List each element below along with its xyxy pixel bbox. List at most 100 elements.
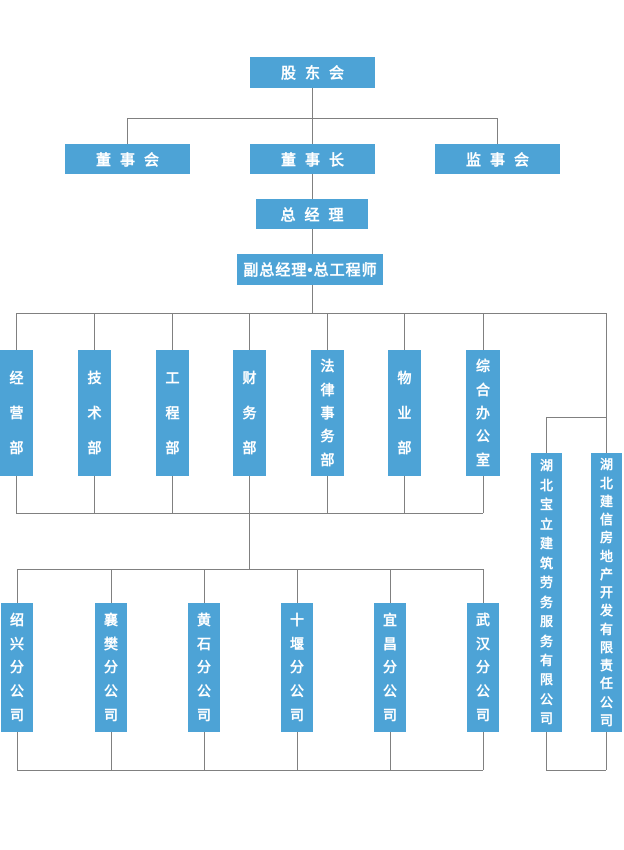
node-hubei-baoli-construction-labor-co: 湖北宝立建筑劳务服务有限公司 xyxy=(531,453,562,732)
node-label-char: 财 xyxy=(242,370,257,386)
node-board-of-directors: 董事会 xyxy=(65,144,190,174)
node-label-char: 经 xyxy=(9,370,24,386)
node-label-char: 程 xyxy=(165,405,180,421)
node-label-char: 分 xyxy=(104,659,118,676)
node-chairman: 董事长 xyxy=(250,144,375,174)
node-label-char: 武 xyxy=(476,611,490,628)
node-label-char: 分 xyxy=(10,659,24,676)
node-label-char: 公 xyxy=(197,683,211,700)
connector-line xyxy=(16,313,606,314)
connector-line xyxy=(249,313,250,350)
connector-line xyxy=(390,732,391,770)
connector-line xyxy=(127,118,128,144)
node-label-char: 分 xyxy=(383,659,397,676)
node-shiyan-branch: 十堰分公司 xyxy=(281,603,313,732)
node-label-char: 湖 xyxy=(599,457,613,473)
node-label-char: 建 xyxy=(599,493,613,509)
node-label-char: 房 xyxy=(599,530,613,546)
node-label-char: 襄 xyxy=(104,611,118,628)
node-label-char: 责 xyxy=(599,658,613,673)
node-label-char: 地 xyxy=(599,548,613,564)
node-label-char: 北 xyxy=(539,477,553,493)
node-label-char: 办 xyxy=(476,404,490,421)
node-label: 监事会 xyxy=(465,151,538,169)
node-property-dept: 物业部 xyxy=(388,350,421,476)
connector-line xyxy=(312,174,313,199)
node-shaoxing-branch: 绍兴分公司 xyxy=(1,603,33,732)
connector-line xyxy=(606,732,607,770)
node-general-office: 综合办公室 xyxy=(466,350,500,476)
node-label-char: 绍 xyxy=(10,611,24,628)
connector-line xyxy=(111,732,112,770)
connector-line xyxy=(172,313,173,350)
connector-line xyxy=(546,770,606,771)
connector-line xyxy=(94,313,95,350)
node-label-char: 司 xyxy=(10,707,24,724)
node-label: 副总经理•总工程师 xyxy=(243,262,378,279)
connector-line xyxy=(312,285,313,313)
connector-line xyxy=(404,476,405,513)
connector-line xyxy=(16,476,17,513)
node-label-char: 营 xyxy=(9,405,24,421)
node-label-char: 分 xyxy=(476,659,490,676)
node-label-char: 工 xyxy=(165,370,180,386)
node-yichang-branch: 宜昌分公司 xyxy=(374,603,406,732)
node-finance-dept: 财务部 xyxy=(233,350,266,476)
connector-line xyxy=(404,313,405,350)
connector-line xyxy=(312,229,313,254)
connector-line xyxy=(483,313,484,350)
node-label-char: 石 xyxy=(197,635,211,652)
node-supervisory-board: 监事会 xyxy=(435,144,560,174)
connector-line xyxy=(546,417,606,418)
node-engineering-dept: 工程部 xyxy=(156,350,189,476)
node-label-char: 公 xyxy=(476,428,490,445)
node-label-char: 部 xyxy=(87,440,102,456)
connector-line xyxy=(172,476,173,513)
node-label-char: 公 xyxy=(383,683,397,700)
node-label-char: 分 xyxy=(290,659,304,676)
connector-line xyxy=(606,313,607,417)
node-label-char: 限 xyxy=(599,639,613,655)
node-operations-dept: 经营部 xyxy=(0,350,33,476)
connector-line xyxy=(546,417,547,453)
connector-line xyxy=(312,88,313,144)
node-label-char: 合 xyxy=(476,381,490,398)
node-label: 总经理 xyxy=(280,206,353,224)
node-label-char: 司 xyxy=(383,707,397,724)
connector-line xyxy=(297,732,298,770)
node-label: 董事会 xyxy=(95,151,168,169)
node-label-char: 建 xyxy=(539,536,553,552)
node-xiangfan-branch: 襄樊分公司 xyxy=(95,603,127,732)
node-label-char: 司 xyxy=(476,707,490,724)
node-label-char: 律 xyxy=(320,381,335,398)
node-label-char: 限 xyxy=(539,672,553,688)
node-wuhan-branch: 武汉分公司 xyxy=(467,603,499,732)
node-label-char: 发 xyxy=(599,603,613,619)
node-label-char: 室 xyxy=(476,451,490,468)
node-hubei-jianxin-real-estate-co: 湖北建信房地产开发有限责任公司 xyxy=(591,453,622,732)
node-label-char: 十 xyxy=(290,611,304,628)
node-label: 股东会 xyxy=(280,65,353,82)
node-label-char: 综 xyxy=(476,358,490,375)
node-label-char: 公 xyxy=(10,683,24,700)
node-label-char: 公 xyxy=(539,691,553,707)
connector-line xyxy=(204,569,205,603)
node-label-char: 有 xyxy=(539,652,553,668)
connector-line xyxy=(16,513,483,514)
node-label-char: 服 xyxy=(539,614,553,630)
node-label-char: 劳 xyxy=(539,575,553,591)
node-label-char: 信 xyxy=(599,512,613,527)
node-label-char: 任 xyxy=(599,676,613,692)
node-label-char: 兴 xyxy=(10,635,24,652)
connector-line xyxy=(483,476,484,513)
node-label-char: 法 xyxy=(320,358,335,375)
connector-line xyxy=(249,476,250,569)
node-label-char: 部 xyxy=(242,440,257,456)
connector-line xyxy=(94,476,95,513)
node-label-char: 湖 xyxy=(539,458,553,474)
node-label-char: 产 xyxy=(599,566,613,582)
node-label-char: 公 xyxy=(290,683,304,700)
node-label-char: 司 xyxy=(197,707,211,724)
connector-line xyxy=(17,732,18,770)
